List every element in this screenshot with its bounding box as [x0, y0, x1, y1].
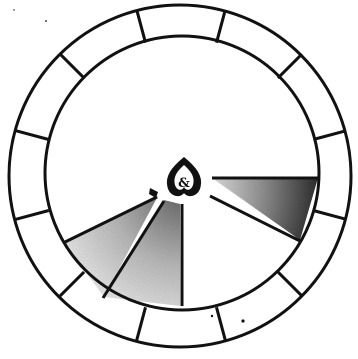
house-divider	[16, 131, 49, 140]
center-heart-icon: &	[149, 158, 200, 198]
house-divider	[217, 307, 226, 340]
house-divider	[278, 54, 302, 78]
house-divider	[217, 10, 226, 43]
house-divider	[16, 211, 49, 220]
house-divider	[60, 272, 84, 296]
shaded-sector-right	[212, 178, 318, 240]
shaded-sectors	[64, 178, 318, 306]
house-divider	[137, 10, 146, 43]
house-divider	[313, 211, 346, 220]
house-divider	[137, 307, 146, 340]
svg-text:&: &	[178, 176, 190, 191]
house-divider	[60, 54, 84, 78]
house-divider	[278, 272, 302, 296]
house-divider	[313, 131, 346, 140]
